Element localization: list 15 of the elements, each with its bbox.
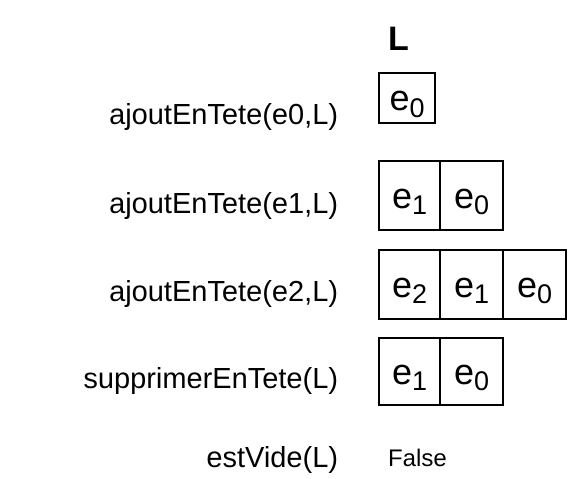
list-cell: e$_{0}$ xyxy=(378,72,436,124)
operation-label: supprimerEnTete(L) xyxy=(83,365,338,394)
list-cell: e$_{0}$ xyxy=(439,160,504,231)
list-cell: e$_{1}$ xyxy=(439,249,504,320)
operation-label: estVide(L) xyxy=(206,444,338,473)
result-text: False xyxy=(388,447,447,471)
list-title: L xyxy=(388,22,409,56)
operation-label: ajoutEnTete(e2,L) xyxy=(109,278,338,307)
operation-label: ajoutEnTete(e1,L) xyxy=(109,190,338,219)
list-cell: e$_{2}$ xyxy=(378,249,441,320)
list-cell: e$_{0}$ xyxy=(502,249,567,320)
operation-label: ajoutEnTete(e0,L) xyxy=(109,101,338,130)
list-cell: e$_{1}$ xyxy=(378,337,441,406)
list-cell: e$_{1}$ xyxy=(378,160,441,231)
list-cell: e$_{0}$ xyxy=(439,337,504,406)
